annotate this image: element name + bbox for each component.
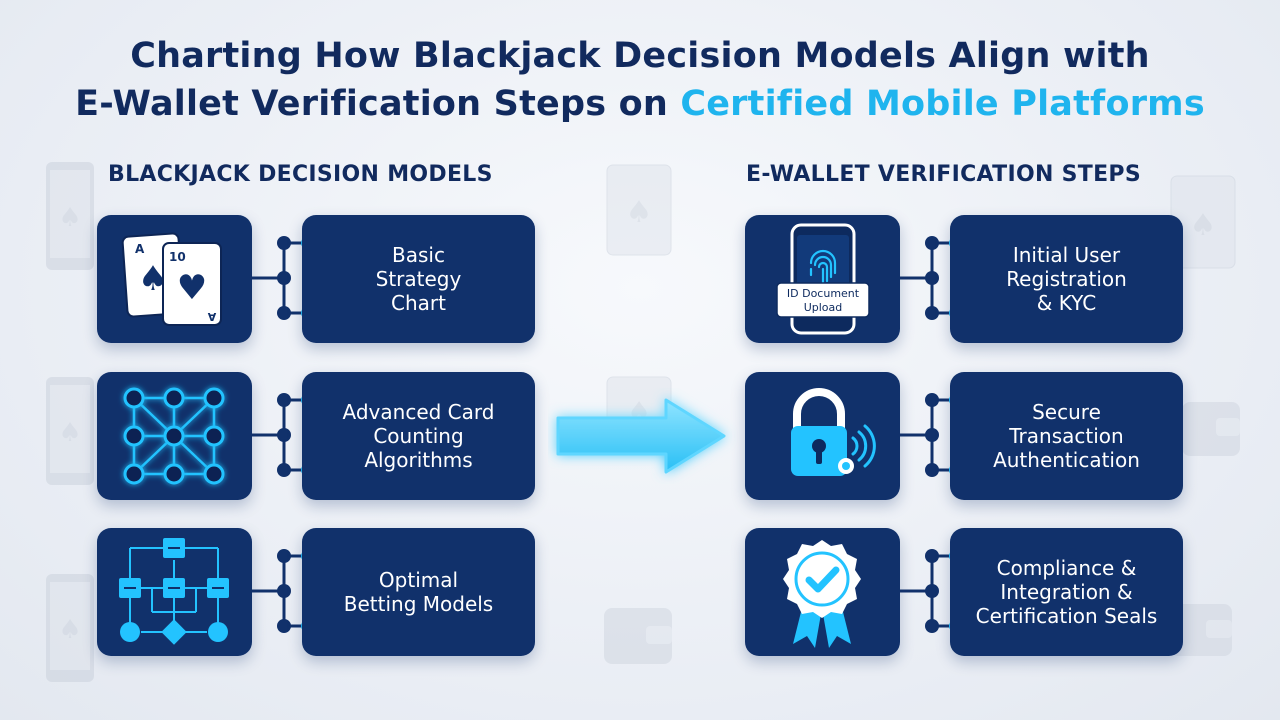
right-column-heading: E-WALLET VERIFICATION STEPS	[746, 162, 1141, 187]
svg-text:A: A	[135, 242, 145, 256]
basic-strategy-chart-card: Basic Strategy Chart	[302, 215, 535, 343]
card-counting-card: Advanced Card Counting Algorithms	[302, 372, 535, 500]
svg-text:♠: ♠	[58, 418, 81, 448]
playing-cards-icon: A ♠ 10 ♥ A	[121, 232, 222, 326]
betting-models-label: Optimal Betting Models	[343, 568, 494, 616]
svg-text:Upload: Upload	[804, 301, 843, 314]
basic-strategy-icon-card: A ♠ 10 ♥ A	[97, 215, 252, 343]
title-line-2: E-Wallet Verification Steps on Certified…	[0, 84, 1280, 124]
svg-text:♠: ♠	[1190, 208, 1217, 243]
transaction-authentication-label: Secure Transaction Authentication	[993, 400, 1140, 472]
svg-text:ID Document: ID Document	[787, 287, 860, 300]
registration-kyc-card: Initial User Registration & KYC	[950, 215, 1183, 343]
card-counting-label: Advanced Card Counting Algorithms	[342, 400, 495, 472]
svg-text:10: 10	[169, 250, 186, 264]
betting-models-icon-card	[97, 528, 252, 656]
padlock-nfc-icon	[791, 388, 876, 476]
svg-text:A: A	[207, 310, 216, 323]
connector	[252, 236, 313, 320]
background-wallet-icon	[1182, 402, 1240, 456]
background-phone-icon: ♠	[46, 162, 94, 270]
svg-text:♠: ♠	[626, 195, 653, 230]
background-card-icon: ♠	[1170, 175, 1236, 269]
title-line-2-prefix: E-Wallet Verification Steps on	[75, 84, 681, 124]
neural-network-icon	[123, 387, 225, 485]
betting-models-card: Optimal Betting Models	[302, 528, 535, 656]
background-card-icon: ♠	[606, 164, 672, 256]
background-phone-icon: ♠	[46, 377, 94, 485]
title-line-2-accent: Certified Mobile Platforms	[680, 84, 1205, 124]
svg-text:♥: ♥	[177, 268, 207, 308]
registration-icon-card: ID Document Upload	[745, 215, 900, 343]
authentication-icon-card	[745, 372, 900, 500]
phone-fingerprint-icon: ID Document Upload	[776, 223, 870, 335]
background-wallet-icon	[604, 608, 672, 664]
certification-icon-card	[745, 528, 900, 656]
flowchart-icon	[119, 538, 229, 645]
right-arrow-icon	[556, 398, 726, 474]
card-counting-icon-card	[97, 372, 252, 500]
svg-text:♠: ♠	[58, 203, 81, 233]
certification-seal-icon	[783, 540, 861, 648]
title-line-1: Charting How Blackjack Decision Models A…	[130, 36, 1150, 76]
compliance-certification-card: Compliance & Integration & Certification…	[950, 528, 1183, 656]
left-column-heading: BLACKJACK DECISION MODELS	[108, 162, 493, 187]
registration-kyc-label: Initial User Registration & KYC	[1006, 243, 1127, 315]
svg-text:♠: ♠	[58, 615, 81, 645]
background-wallet-icon	[1170, 604, 1232, 656]
compliance-certification-label: Compliance & Integration & Certification…	[975, 556, 1158, 628]
background-phone-icon: ♠	[46, 574, 94, 682]
basic-strategy-chart-label: Basic Strategy Chart	[375, 243, 462, 315]
transaction-authentication-card: Secure Transaction Authentication	[950, 372, 1183, 500]
